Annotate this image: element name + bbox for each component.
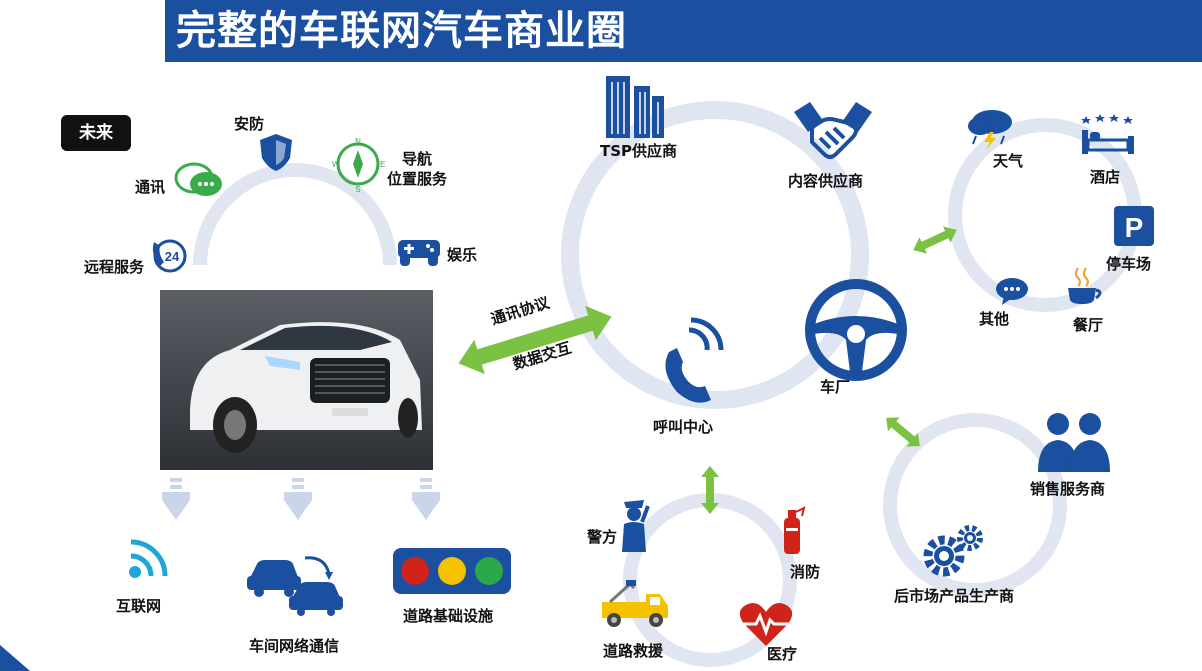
coffee-cup-icon	[1068, 267, 1102, 304]
page-title: 完整的车联网汽车商业圈	[176, 8, 627, 54]
parking-icon-letter: P	[1125, 212, 1144, 243]
aftermarket-ring	[883, 413, 1067, 597]
police-officer-icon	[622, 500, 650, 552]
people-icon	[1038, 413, 1110, 472]
remote-24-number: 24	[165, 249, 180, 264]
tsp-label: TSP供应商	[600, 142, 678, 160]
police-label: 警方	[587, 528, 618, 546]
phone-icon	[665, 317, 724, 403]
tow-truck-icon	[602, 580, 668, 627]
remote-label: 远程服务	[84, 258, 145, 276]
future-tag: 未来	[61, 115, 131, 151]
other-chat-icon	[996, 278, 1028, 305]
road-infra-label: 道路基础设施	[403, 607, 494, 625]
medical-label: 医疗	[767, 645, 798, 663]
logo-area	[0, 0, 165, 62]
gamepad-icon	[398, 240, 440, 266]
emergency-link-arrow	[701, 466, 719, 514]
weather-label: 天气	[993, 152, 1024, 170]
svg-text:W: W	[332, 160, 340, 169]
provider-ring	[561, 101, 869, 409]
v2v-label: 车间网络通信	[249, 637, 340, 655]
parking-icon: P	[1114, 206, 1154, 246]
header-bar	[0, 0, 1202, 62]
weather-storm-icon	[968, 110, 1012, 150]
hotel-label: 酒店	[1090, 168, 1121, 186]
svg-text:S: S	[355, 185, 360, 194]
car-photo	[160, 290, 433, 470]
fire-extinguisher-icon	[784, 506, 806, 554]
building-icon	[606, 76, 664, 138]
entertainment-label: 娱乐	[447, 246, 478, 264]
shield-icon	[260, 134, 292, 171]
steering-wheel-icon	[805, 279, 907, 381]
down-arrows	[162, 478, 440, 520]
future-ring	[193, 163, 397, 266]
content-provider-label: 内容供应商	[788, 172, 864, 190]
aftermarket-link-arrow	[886, 417, 920, 447]
navigation-label: 导航	[402, 150, 433, 168]
callcenter-label: 呼叫中心	[653, 418, 714, 436]
parking-label: 停车场	[1106, 255, 1152, 273]
other-label: 其他	[979, 310, 1010, 328]
restaurant-label: 餐厅	[1073, 316, 1104, 334]
v2v-cars-icon	[247, 556, 343, 616]
svg-text:E: E	[380, 160, 385, 169]
chat-icon	[174, 162, 222, 196]
traffic-light-icon	[393, 548, 511, 594]
gears-icon	[923, 525, 983, 577]
fire-label: 消防	[790, 563, 821, 581]
oem-label: 车厂	[820, 378, 851, 396]
communication-label: 通讯	[135, 178, 166, 196]
remote-24-icon: 24	[152, 239, 187, 273]
hotel-bed-icon	[1081, 114, 1134, 154]
data-exchange-arrow	[458, 305, 612, 375]
lifestyle-link-arrow	[913, 226, 957, 254]
internet-label: 互联网	[116, 597, 162, 615]
location-label: 位置服务	[387, 170, 448, 188]
sales-service-label: 销售服务商	[1030, 480, 1106, 498]
rescue-label: 道路救援	[603, 642, 664, 660]
compass-icon: N S W E	[332, 137, 385, 194]
aftermarket-label: 后市场产品生产商	[894, 587, 1015, 605]
handshake-icon	[794, 102, 872, 159]
security-label: 安防	[234, 115, 265, 133]
heart-pulse-icon	[739, 603, 793, 646]
wifi-icon	[129, 539, 168, 578]
svg-text:N: N	[355, 137, 361, 146]
